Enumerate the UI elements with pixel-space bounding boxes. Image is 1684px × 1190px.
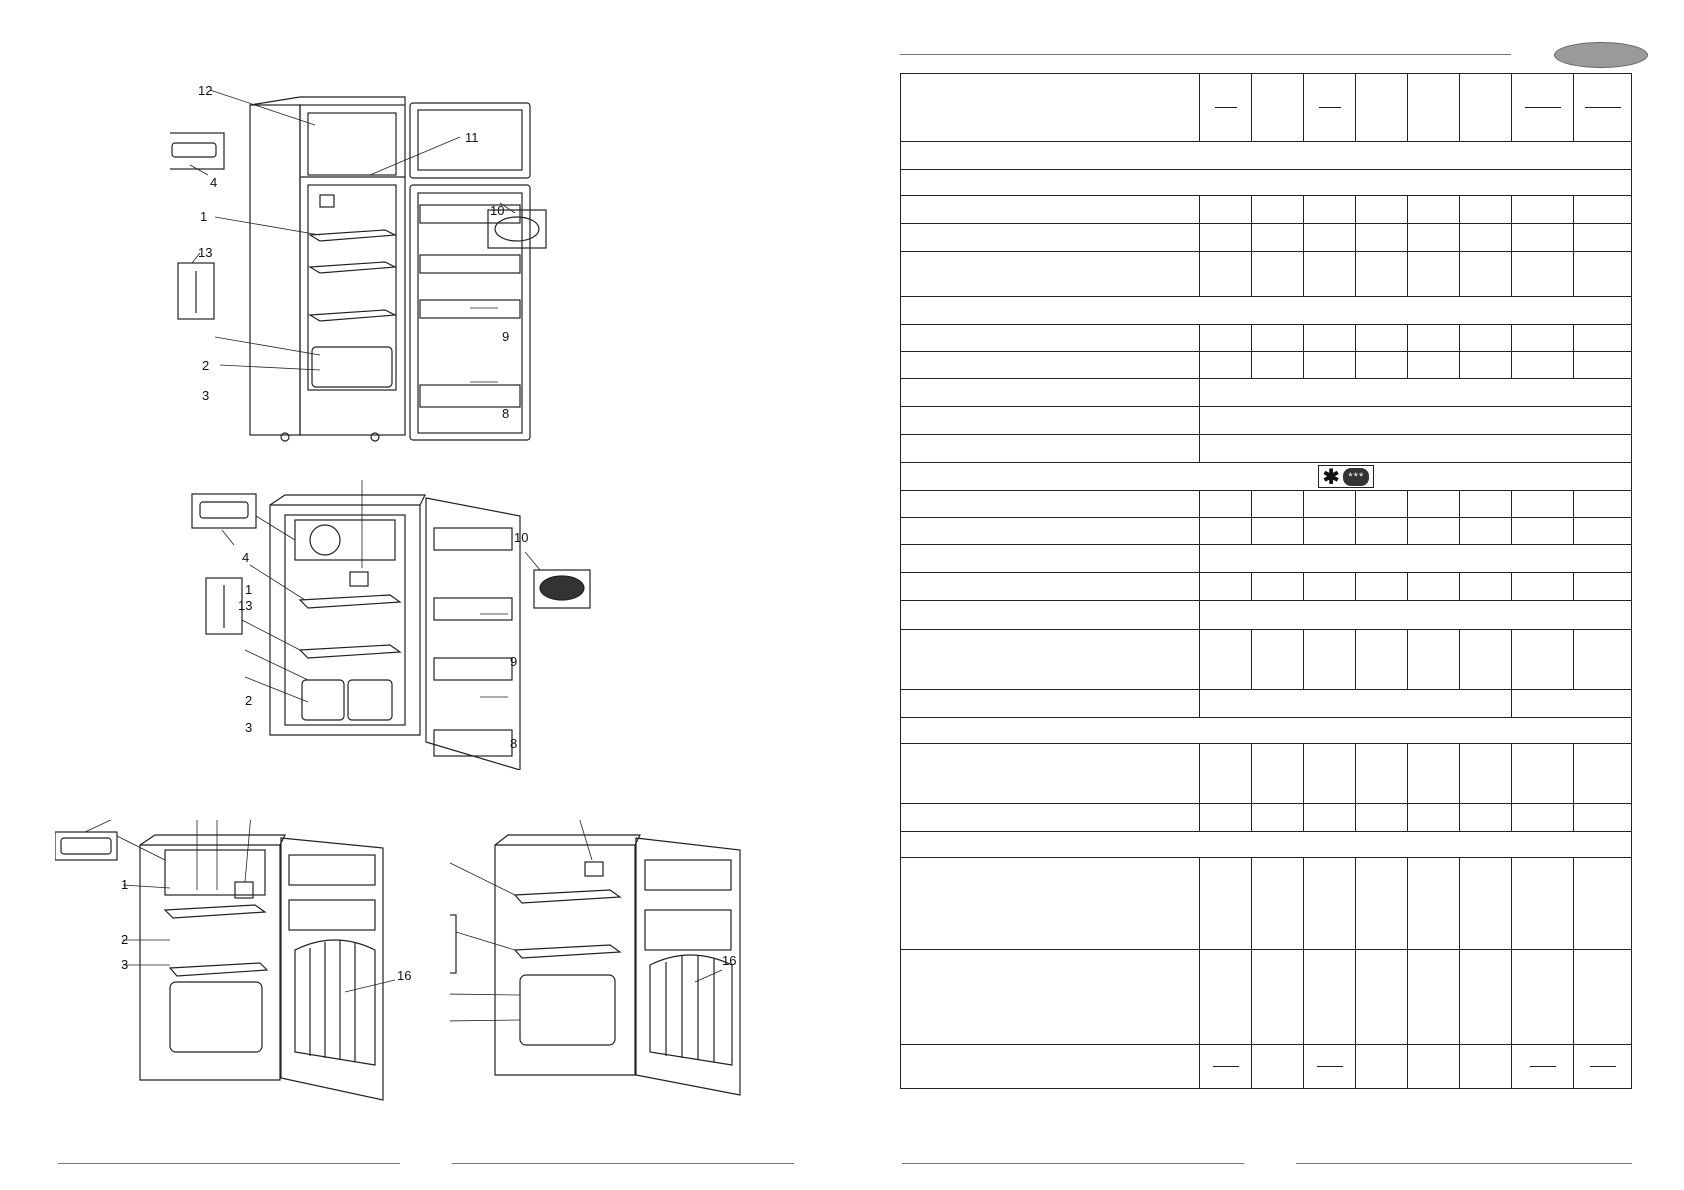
specifications-table: ✱ *** (900, 72, 1632, 1090)
table-row (900, 490, 1632, 519)
callout-9: 9 (502, 329, 509, 344)
star-rating-row: ✱ *** (900, 462, 1632, 492)
table-row (900, 857, 1632, 951)
callout-3: 3 (202, 388, 209, 403)
table-row (900, 803, 1632, 833)
callout-2: 2 (202, 358, 209, 373)
callout-3: 3 (121, 957, 128, 972)
table-row (900, 195, 1632, 225)
table-row (900, 251, 1632, 297)
figure-compact-freezer: 18 15 11 4 1 2 3 16 (55, 820, 411, 1101)
callout-13: 13 (198, 245, 212, 260)
table-footer-row (900, 1043, 1632, 1090)
table-row (900, 433, 1632, 464)
callout-12: 12 (198, 85, 212, 98)
callout-1: 1 (121, 877, 128, 892)
callout-4: 4 (210, 175, 217, 190)
table-header-row (900, 72, 1632, 143)
left-page: 12 4 1 13 2 3 11 10 9 8 (55, 85, 794, 1164)
callout-1: 1 (200, 209, 207, 224)
star-icons: *** (1343, 468, 1370, 487)
section-row (900, 831, 1632, 859)
table-row (900, 544, 1632, 574)
callout-11: 11 (465, 130, 479, 145)
callout-2: 2 (121, 932, 128, 947)
callout-9: 9 (510, 654, 517, 669)
table-row (900, 688, 1632, 718)
section-row (900, 295, 1632, 325)
table-row (900, 949, 1632, 1045)
section-row (900, 141, 1632, 171)
callout-10: 10 (514, 530, 528, 545)
figure-compact-fridge: 11 1 13 2 3 16 (450, 820, 741, 1096)
figure-fridge-freezer: 12 4 1 13 2 3 11 10 9 8 (170, 85, 547, 442)
freezer-star-rating: ✱ *** (1317, 464, 1375, 489)
table-row (900, 628, 1632, 690)
footer-rule-left-1 (58, 1163, 400, 1164)
table-row (900, 350, 1632, 379)
footer-rule-right-1 (902, 1163, 1244, 1164)
callout-8: 8 (510, 736, 517, 751)
table-row (900, 323, 1632, 352)
footer-rule-right-2 (1296, 1163, 1632, 1164)
table-row (900, 742, 1632, 805)
footer-rule-left-2 (452, 1163, 794, 1164)
callout-2: 2 (245, 693, 252, 708)
callout-8: 8 (502, 406, 509, 421)
table-row (900, 377, 1632, 407)
callout-16: 16 (722, 953, 736, 968)
callout-16: 16 (397, 968, 411, 983)
figure-fridge-icebox: 11 4 10 1 13 9 2 3 8 (191, 480, 591, 770)
header-rule (900, 54, 1511, 55)
callout-1: 1 (245, 582, 252, 597)
table-row (900, 405, 1632, 436)
callout-3: 3 (245, 720, 252, 735)
table-row (900, 600, 1632, 630)
table-row (900, 572, 1632, 602)
snowflake-icon: ✱ (1322, 466, 1340, 489)
callout-13: 13 (238, 598, 252, 613)
section-row (900, 169, 1632, 197)
callout-11: 11 (355, 480, 369, 483)
language-tab (1554, 42, 1648, 68)
callout-4: 4 (242, 550, 249, 565)
section-row (900, 716, 1632, 744)
table-row (900, 223, 1632, 253)
callout-10: 10 (490, 203, 504, 218)
table-row (900, 517, 1632, 546)
